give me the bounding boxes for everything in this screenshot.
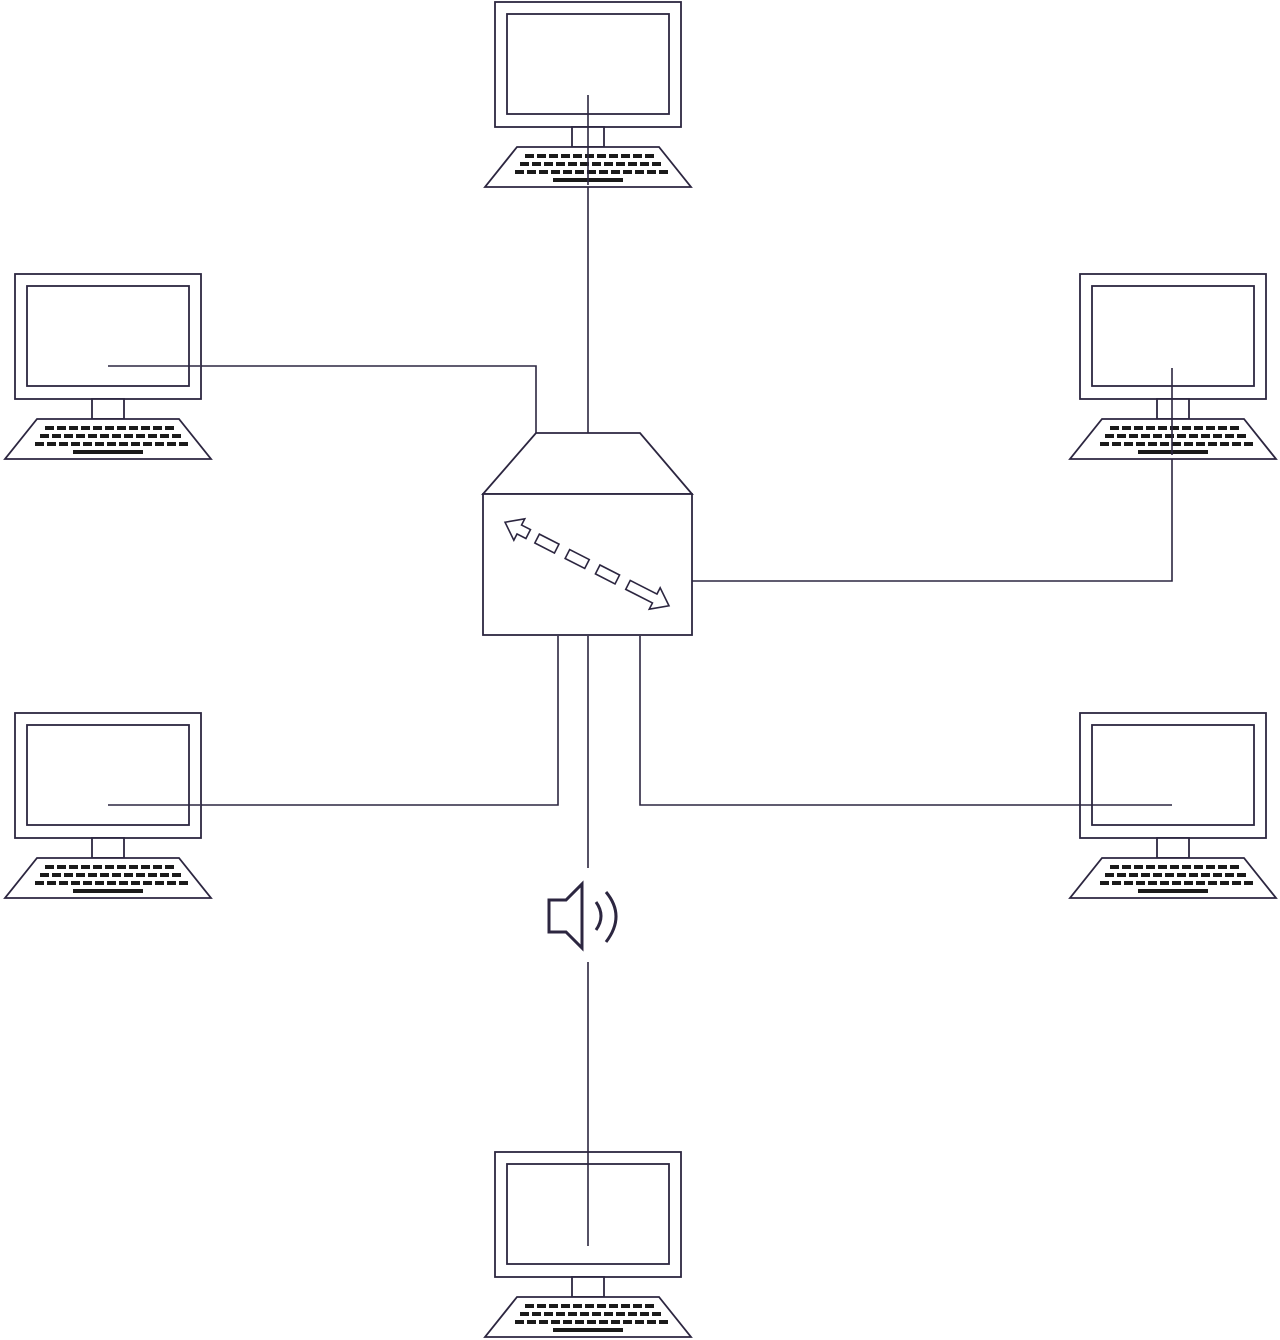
computer-right-upper <box>1069 273 1277 460</box>
network-switch <box>481 432 694 636</box>
desktop-computer-icon <box>1069 273 1277 460</box>
connection-lines <box>108 95 1173 1246</box>
link-left-lower <box>108 636 559 806</box>
speaker-icon <box>547 880 618 952</box>
link-right-upper <box>692 368 1173 582</box>
link-right-lower <box>639 636 1172 806</box>
bidirectional-arrow-icon <box>503 517 671 611</box>
screen-cable-ends <box>108 95 1173 1246</box>
link-left-upper <box>108 365 537 435</box>
